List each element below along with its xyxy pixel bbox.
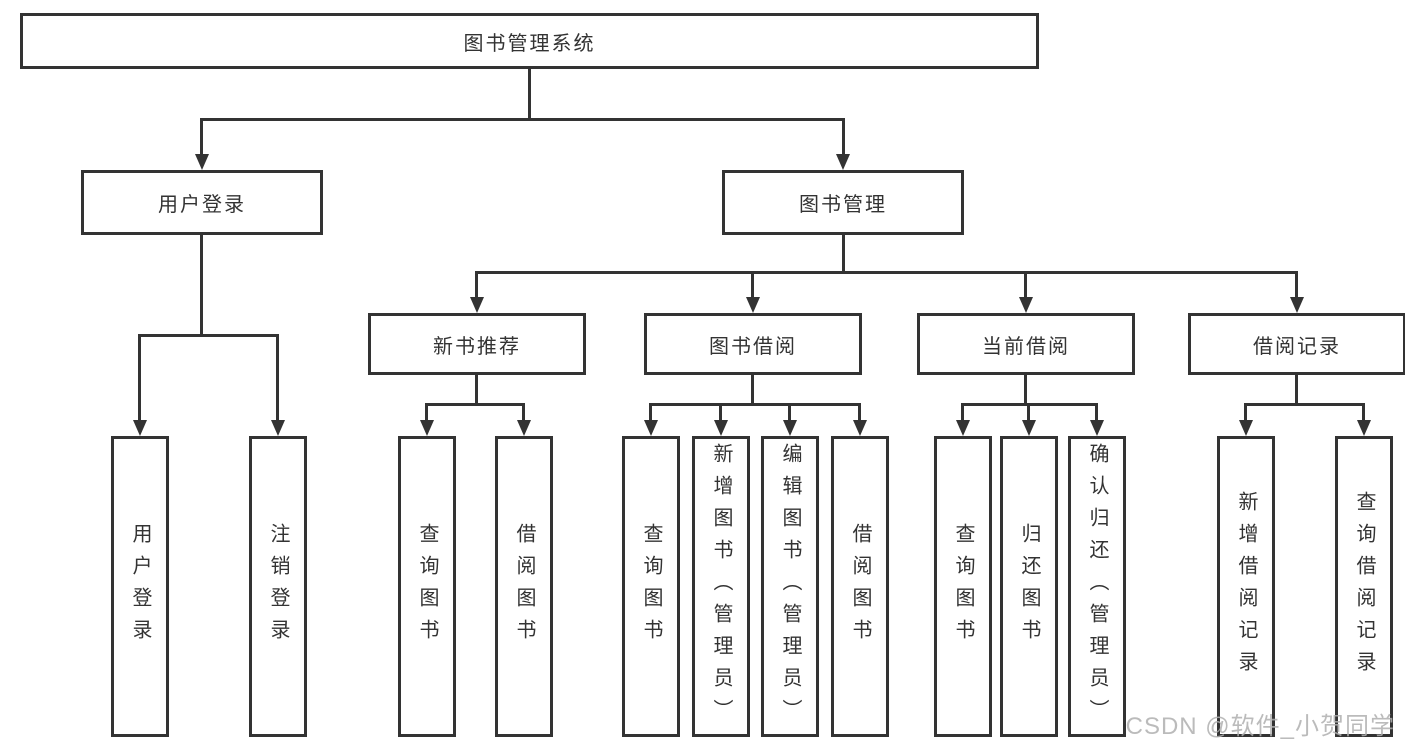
leaf-recommend-borrow-books-label: 借阅图书 <box>513 522 535 651</box>
connector-stem-book-borrow <box>751 271 754 298</box>
leaf-current-query-books: 查询图书 <box>934 436 992 737</box>
node-root: 图书管理系统 <box>20 13 1039 69</box>
connector-borrow-records-stem-2 <box>1362 403 1365 421</box>
leaf-records-add-record: 新增借阅记录 <box>1217 436 1275 737</box>
node-book-management: 图书管理 <box>722 170 964 235</box>
node-book-management-label: 图书管理 <box>799 194 887 216</box>
connector-book-borrow-stem-3 <box>788 403 791 421</box>
arrowhead-to-borrow-edit <box>783 420 797 436</box>
connector-user-login-hline <box>138 334 279 337</box>
arrowhead-to-recommend-borrow <box>517 420 531 436</box>
leaf-borrow-edit-books-admin: 编辑图书（管理员） <box>761 436 819 737</box>
leaf-recommend-borrow-books: 借阅图书 <box>495 436 553 737</box>
connector-new-book-hline <box>425 403 525 406</box>
connector-new-book-stem-1 <box>425 403 428 421</box>
arrowhead-to-recommend-query <box>420 420 434 436</box>
connector-stem-new-book <box>475 271 478 298</box>
connector-book-borrow-stem-2 <box>719 403 722 421</box>
arrowhead-to-user-login <box>195 154 209 170</box>
leaf-borrow-query-books: 查询图书 <box>622 436 680 737</box>
connector-root-stem-right <box>842 118 845 154</box>
arrowhead-to-leaf-logout <box>271 420 285 436</box>
leaf-borrow-edit-books-admin-label: 编辑图书（管理员） <box>779 442 801 731</box>
node-root-label: 图书管理系统 <box>463 32 596 55</box>
arrowhead-to-records-add <box>1239 420 1253 436</box>
connector-current-borrow-stem-2 <box>1027 403 1030 421</box>
arrowhead-to-new-book-recommend <box>470 297 484 313</box>
node-borrow-records-label: 借阅记录 <box>1253 335 1341 358</box>
arrowhead-to-leaf-user-login <box>133 420 147 436</box>
leaf-recommend-query-books-label: 查询图书 <box>416 522 438 651</box>
leaf-records-query-record: 查询借阅记录 <box>1335 436 1393 737</box>
leaf-records-add-record-label: 新增借阅记录 <box>1235 490 1257 683</box>
arrowhead-to-borrow-records <box>1290 297 1304 313</box>
arrowhead-to-borrow-add <box>714 420 728 436</box>
leaf-logout-login-label: 注销登录 <box>267 522 289 651</box>
node-new-book-recommend-label: 新书推荐 <box>433 335 521 358</box>
node-user-login: 用户登录 <box>81 170 323 235</box>
connector-root-stem-left <box>200 118 203 154</box>
connector-user-login-stem-1 <box>138 334 141 421</box>
node-borrow-records: 借阅记录 <box>1188 313 1405 375</box>
connector-root-hline <box>200 118 845 121</box>
node-current-borrow-label: 当前借阅 <box>982 335 1070 358</box>
connector-book-borrow-stem-1 <box>649 403 652 421</box>
leaf-borrow-query-books-label: 查询图书 <box>640 522 662 651</box>
connector-current-borrow-stem-1 <box>961 403 964 421</box>
connector-new-book-stem-2 <box>522 403 525 421</box>
connector-borrow-records-hline <box>1244 403 1365 406</box>
leaf-user-login: 用户登录 <box>111 436 169 737</box>
connector-stem-current-borrow <box>1024 271 1027 298</box>
leaf-logout-login: 注销登录 <box>249 436 307 737</box>
connector-stem-borrow-records <box>1295 271 1298 298</box>
arrowhead-to-borrow-query <box>644 420 658 436</box>
leaf-current-return-books: 归还图书 <box>1000 436 1058 737</box>
node-current-borrow: 当前借阅 <box>917 313 1135 375</box>
leaf-current-query-books-label: 查询图书 <box>952 522 974 651</box>
node-book-borrow: 图书借阅 <box>644 313 862 375</box>
arrowhead-to-current-confirm <box>1090 420 1104 436</box>
arrowhead-to-book-borrow <box>746 297 760 313</box>
csdn-watermark: CSDN @软件_小贺同学 <box>1125 713 1395 740</box>
connector-current-borrow-stem-3 <box>1095 403 1098 421</box>
connector-borrow-records-stem-1 <box>1244 403 1247 421</box>
arrowhead-to-book-management <box>836 154 850 170</box>
leaf-borrow-add-books-admin: 新增图书（管理员） <box>692 436 750 737</box>
node-new-book-recommend: 新书推荐 <box>368 313 586 375</box>
connector-user-login-stem-2 <box>276 334 279 421</box>
node-book-borrow-label: 图书借阅 <box>709 335 797 358</box>
leaf-borrow-add-books-admin-label: 新增图书（管理员） <box>710 442 732 731</box>
connector-book-management-vline <box>842 235 845 273</box>
arrowhead-to-current-query <box>956 420 970 436</box>
leaf-recommend-query-books: 查询图书 <box>398 436 456 737</box>
connector-new-book-vline <box>475 375 478 405</box>
leaf-borrow-borrow-books: 借阅图书 <box>831 436 889 737</box>
leaf-current-confirm-return-admin: 确认归还（管理员） <box>1068 436 1126 737</box>
connector-current-borrow-vline2 <box>1024 375 1027 405</box>
arrowhead-to-borrow-borrow <box>853 420 867 436</box>
node-user-login-label: 用户登录 <box>158 194 246 216</box>
arrowhead-to-records-query <box>1357 420 1371 436</box>
connector-borrow-records-vline2 <box>1295 375 1298 405</box>
arrowhead-to-current-return <box>1022 420 1036 436</box>
leaf-current-return-books-label: 归还图书 <box>1018 522 1040 651</box>
arrowhead-to-current-borrow <box>1019 297 1033 313</box>
leaf-borrow-borrow-books-label: 借阅图书 <box>849 522 871 651</box>
connector-user-login-vline <box>200 235 203 336</box>
leaf-records-query-record-label: 查询借阅记录 <box>1353 490 1375 683</box>
leaf-current-confirm-return-admin-label: 确认归还（管理员） <box>1086 442 1108 731</box>
connector-book-management-hline <box>475 271 1298 274</box>
leaf-user-login-label: 用户登录 <box>129 522 151 651</box>
connector-book-borrow-hline <box>649 403 861 406</box>
connector-book-borrow-stem-4 <box>858 403 861 421</box>
connector-book-borrow-vline2 <box>751 375 754 405</box>
connector-root-vline <box>528 69 531 118</box>
